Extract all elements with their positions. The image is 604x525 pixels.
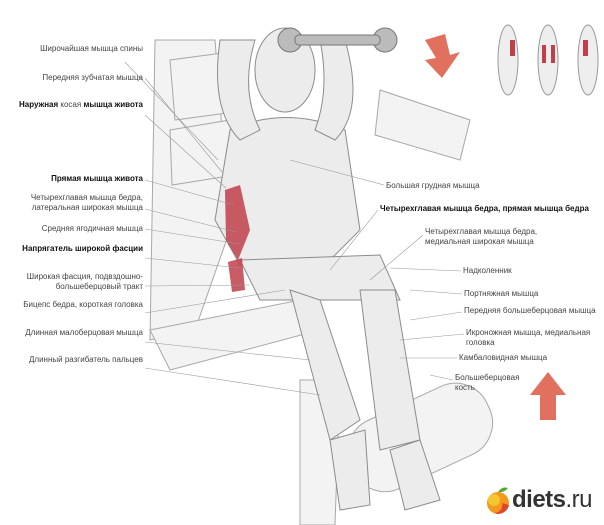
arrow-up-icon <box>530 372 566 420</box>
label-serratus-anterior: Передняя зубчатая мышца <box>42 73 143 82</box>
label-gastrocnemius: Икроножная мышца, медиальная головка <box>466 328 591 347</box>
label-tensor-fasciae-latae: Напрягатель широкой фасции <box>22 244 143 253</box>
label-rectus-femoris: Четырехглавая мышца бедра, прямая мышца … <box>380 204 589 213</box>
label-latissimus: Широчайшая мышца спины <box>40 44 143 53</box>
label-tibialis-anterior: Передняя большеберцовая мышца <box>464 306 596 315</box>
athlete-figure <box>214 27 441 511</box>
label-external-oblique: Наружная косая мышца живота <box>3 100 143 110</box>
arrow-down-icon <box>425 34 460 78</box>
machine-sketch <box>149 39 494 525</box>
diets-ru-logo[interactable]: diets.ru <box>484 485 593 515</box>
thumbnail-figures <box>497 24 599 96</box>
label-external-oblique-part3: мышца живота <box>83 100 143 109</box>
logo-tld: .ru <box>565 486 593 513</box>
leader-lines <box>124 61 465 396</box>
motion-arrows <box>425 34 566 420</box>
label-pectoralis-major: Большая грудная мышца <box>386 181 480 190</box>
label-vastus-lateralis: Четырехглавая мышца бедра, латеральная ш… <box>30 193 143 212</box>
label-soleus: Камбаловидная мышца <box>459 353 548 362</box>
label-vastus-medialis: Четырехглавая мышца бедра, медиальная ши… <box>425 227 538 246</box>
logo-name: diets <box>512 486 566 513</box>
label-extensor-digitorum: Длинный разгибатель пальцев <box>29 355 143 364</box>
apple-icon <box>487 487 509 514</box>
label-external-oblique-part2: косая <box>58 100 84 109</box>
label-iliotibial-tract: Широкая фасция, подвздошно-большеберцовы… <box>26 272 143 291</box>
dumbbell <box>277 27 398 53</box>
label-rectus-abdominis: Прямая мышца живота <box>51 174 143 183</box>
label-sartorius: Портняжная мышца <box>464 289 539 298</box>
label-gluteus-medius: Средняя ягодичная мышца <box>41 224 143 233</box>
label-peroneus-longus: Длинная малоберцовая мышца <box>25 328 143 337</box>
label-patella: Надколенник <box>463 266 512 275</box>
highlighted-muscles <box>225 185 250 292</box>
label-tibia: Большеберцовая кость <box>455 373 520 392</box>
label-external-oblique-part1: Наружная <box>18 100 59 109</box>
label-biceps-femoris: Бицепс бедра, короткая головка <box>23 300 143 309</box>
